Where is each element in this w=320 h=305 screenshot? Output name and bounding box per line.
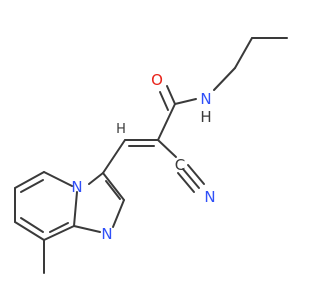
bond-n4-c8a xyxy=(73,191,78,227)
bond-lines xyxy=(14,37,288,274)
bond-nitrile-c xyxy=(177,172,195,193)
bond-c2-n1 xyxy=(112,199,125,228)
nitrile-carbon-label: C xyxy=(175,156,185,174)
bond-nitrile-a xyxy=(182,168,200,189)
bond-c5-c6-inner xyxy=(20,179,44,193)
bond-c3-n4 xyxy=(88,172,104,185)
bond-propyl-middle xyxy=(234,37,253,69)
bond-c3-c2-inner xyxy=(105,180,121,200)
nitrile-nitrogen-label: N xyxy=(204,188,215,206)
bond-n4-c5 xyxy=(43,171,73,187)
molecule-structure-canvas: O N H C N N N H xyxy=(14,37,288,274)
bond-c8-c8a-inner xyxy=(49,222,69,233)
bond-c8-c8a xyxy=(43,225,75,241)
bond-c7-c8 xyxy=(14,221,45,241)
imidazole-nitrogen-label: N xyxy=(101,225,112,243)
vinyl-hydrogen-label: H xyxy=(116,122,126,137)
oxygen-atom-label: O xyxy=(151,71,163,89)
bond-propyl-to-nitrogen xyxy=(213,67,236,91)
bond-amide-cn xyxy=(174,98,197,105)
bond-vinyl-to-ring xyxy=(102,139,126,174)
bond-nitrile-b xyxy=(187,164,205,185)
bond-c3-c2 xyxy=(102,172,125,201)
bond-n1-c8a xyxy=(73,225,101,233)
bond-alpha-carbon xyxy=(157,103,176,141)
molecule-structure-diagram: O N H C N N N H xyxy=(14,37,288,274)
bond-c5-c6 xyxy=(14,171,45,189)
amide-hydrogen-label: H xyxy=(200,108,211,126)
bridgehead-nitrogen-label: N xyxy=(71,178,82,196)
bond-carbonyl-b xyxy=(159,91,169,111)
bond-carbonyl-a xyxy=(166,85,176,105)
amide-nitrogen-label: N xyxy=(200,90,211,108)
bond-c7-c8-inner xyxy=(20,217,44,233)
bond-to-nitrile xyxy=(157,139,177,158)
